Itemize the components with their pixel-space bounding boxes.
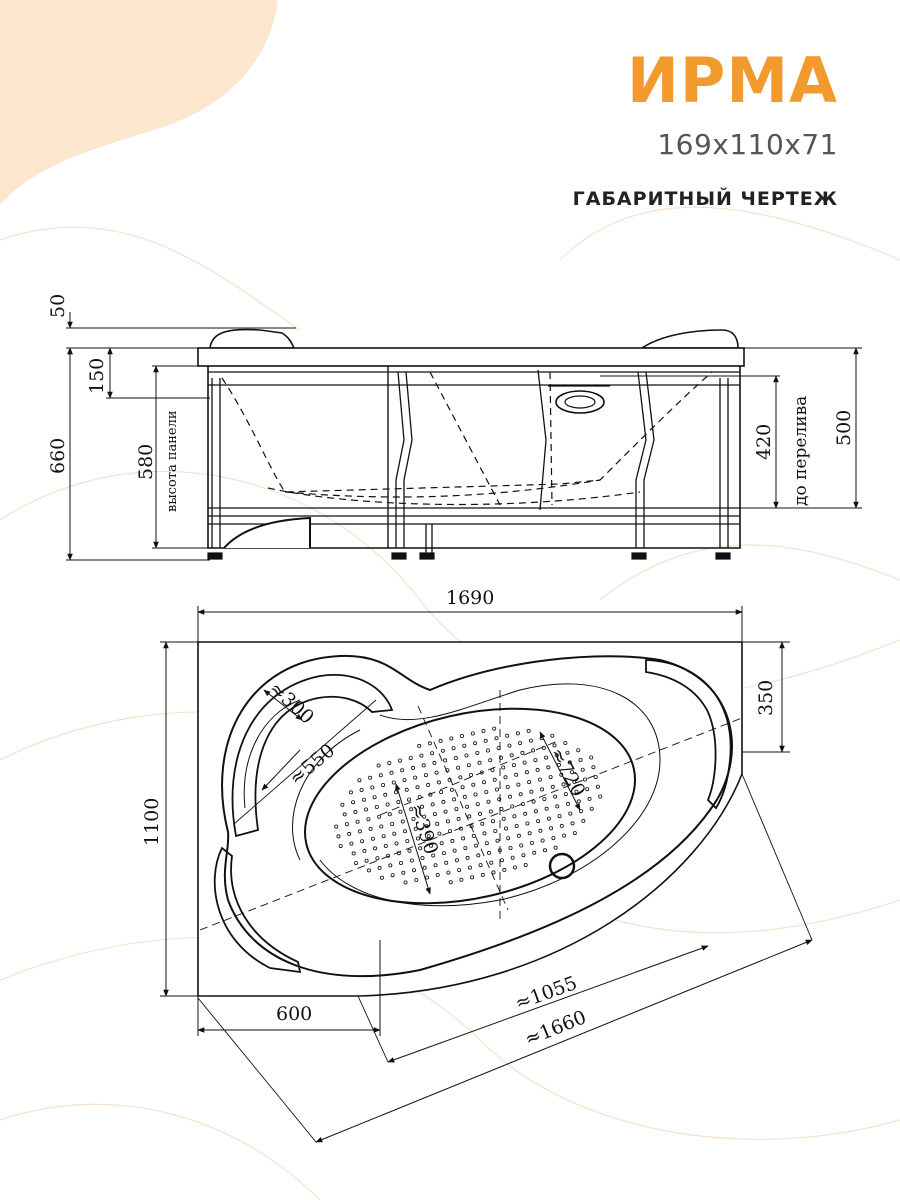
top-headrest-right — [645, 659, 732, 810]
side-view-dimensions — [66, 312, 862, 561]
overflow-label: до перелива — [791, 396, 811, 506]
dim-150: 150 — [86, 358, 108, 394]
tub-body — [207, 366, 741, 549]
drain — [548, 852, 576, 880]
dim-350: 350 — [755, 680, 777, 716]
dim-50: 50 — [47, 294, 69, 318]
dim-580: 580 — [135, 444, 157, 480]
drawing-subtitle: ГАБАРИТНЫЙ ЧЕРТЕЖ — [572, 188, 838, 210]
dim-1100: 1100 — [141, 798, 163, 846]
feet — [207, 552, 731, 560]
side-view — [197, 328, 745, 560]
panel-height-label: высота панели — [165, 410, 180, 512]
corner-blob — [0, 0, 278, 205]
dim-1055: ≈1055 — [512, 972, 580, 1015]
right-headrest — [639, 329, 739, 349]
dim-600: 600 — [276, 1003, 312, 1025]
top-bottom-arc — [213, 846, 302, 974]
dim-1690: 1690 — [446, 587, 494, 609]
tub-rim — [197, 347, 745, 367]
top-headrest-left — [231, 674, 394, 838]
dim-420: 420 — [753, 424, 775, 460]
left-headrest — [209, 328, 296, 349]
product-title: ИРМА — [626, 44, 838, 117]
top-view-dimensions — [160, 606, 813, 1143]
dim-660: 660 — [47, 438, 69, 474]
front-skirt-curve — [223, 516, 311, 549]
product-dimensions: 169x110x71 — [657, 128, 838, 161]
bowl-rim — [221, 654, 733, 978]
bowl-basin — [304, 707, 636, 905]
overflow-fitting — [555, 390, 605, 414]
legs — [211, 369, 729, 556]
dim-500: 500 — [833, 410, 855, 446]
